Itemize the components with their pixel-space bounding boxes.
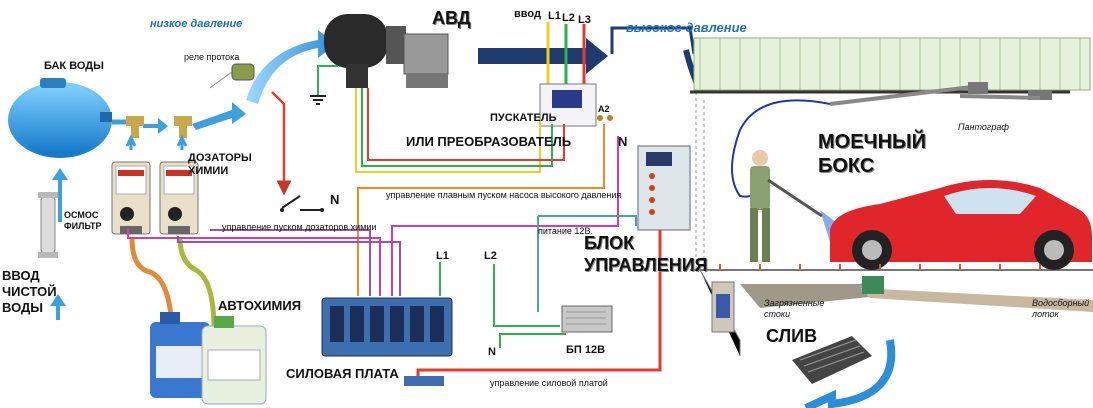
l2-label: L2: [562, 12, 575, 24]
drain-grate: [792, 336, 896, 408]
floor-drainage: [711, 276, 1093, 333]
chemical-canister-white: [201, 316, 267, 405]
psu-12v: [561, 305, 613, 333]
chem-dosers-label: ДОЗАТОРЫ ХИМИИ: [188, 152, 252, 177]
or-converter-label: ИЛИ ПРЕОБРАЗОВАТЕЛЬ: [406, 134, 572, 149]
power-board-control-label: управление силовой платой: [490, 378, 608, 388]
power-12v-label: питание 12В.: [538, 226, 593, 236]
flow-relay-label: реле протока: [184, 52, 240, 62]
drain-label: СЛИВ: [766, 326, 818, 346]
clean-water-input-label: ВВОД ЧИСТОЙ ВОДЫ: [2, 268, 57, 315]
chemical-doser-1: [111, 161, 151, 235]
osmosis-filter: [38, 192, 58, 258]
chemistry-hoses: [129, 237, 217, 331]
l2-bottom-label: L2: [484, 250, 497, 262]
l1-bottom-label: L1: [436, 250, 449, 262]
power-board-label: СИЛОВАЯ ПЛАТА: [286, 366, 399, 381]
psu-12v-label: БП 12В: [566, 344, 606, 356]
low-pressure-label: низкое давление: [150, 18, 243, 30]
wash-box-label: МОЕЧНЫЙ БОКС: [818, 131, 927, 177]
autochemistry-label: АВТОХИМИЯ: [218, 298, 302, 313]
pantograph: [690, 82, 1070, 106]
drip-marks: [719, 264, 1041, 270]
n-mid-label: N: [330, 192, 340, 207]
inflow-arrows: [50, 168, 68, 320]
high-pressure-arrow: [478, 26, 703, 92]
power-input-wires: [546, 22, 586, 84]
n-bottom-label: N: [488, 346, 496, 358]
dirty-drains-label: Загрязненные стоки: [764, 298, 825, 319]
high-pressure-pump: [324, 14, 449, 88]
control-cabinet: [637, 145, 691, 231]
water-tank-label: БАК ВОДЫ: [44, 60, 104, 72]
l3-label: L3: [578, 14, 591, 26]
tee-fittings: [125, 116, 192, 150]
pantograph-label: Пантограф: [958, 122, 1009, 132]
control-wiring: [127, 124, 662, 380]
motor-starter: [539, 83, 613, 127]
avd-label: АВД: [432, 8, 471, 28]
car: [830, 180, 1092, 270]
power-board: [321, 297, 453, 386]
pump-wires: [310, 65, 565, 173]
washer-person: [750, 150, 852, 262]
low-pressure-arrows: [112, 30, 336, 134]
starter-label: ПУСКАТЕЛЬ: [490, 112, 557, 124]
control-unit-label: БЛОК УПРАВЛЕНИЯ: [584, 233, 708, 275]
wash-hose: [731, 99, 831, 198]
n-top-label: N: [618, 134, 628, 149]
flow-relay: [209, 63, 255, 89]
osmosis-filter-label: ОСМОС ФИЛЬТР: [64, 210, 102, 231]
flow-relay-control: [271, 91, 324, 212]
power-input-label: ввод: [514, 8, 541, 20]
water-tank: [8, 78, 112, 158]
l1-label: L1: [548, 10, 561, 22]
chemical-canister-blue: [150, 312, 210, 398]
high-pressure-label: высокое давление: [626, 20, 747, 35]
a2-label: A2: [598, 104, 610, 114]
soft-start-control-label: управление плавным пуском насоса высоког…: [386, 190, 622, 200]
water-collection-label: Водосборный лоток: [1032, 298, 1090, 319]
chem-doser-control-label: управление пуском дозаторов химии: [222, 222, 377, 232]
chemical-doser-2: [159, 161, 199, 235]
